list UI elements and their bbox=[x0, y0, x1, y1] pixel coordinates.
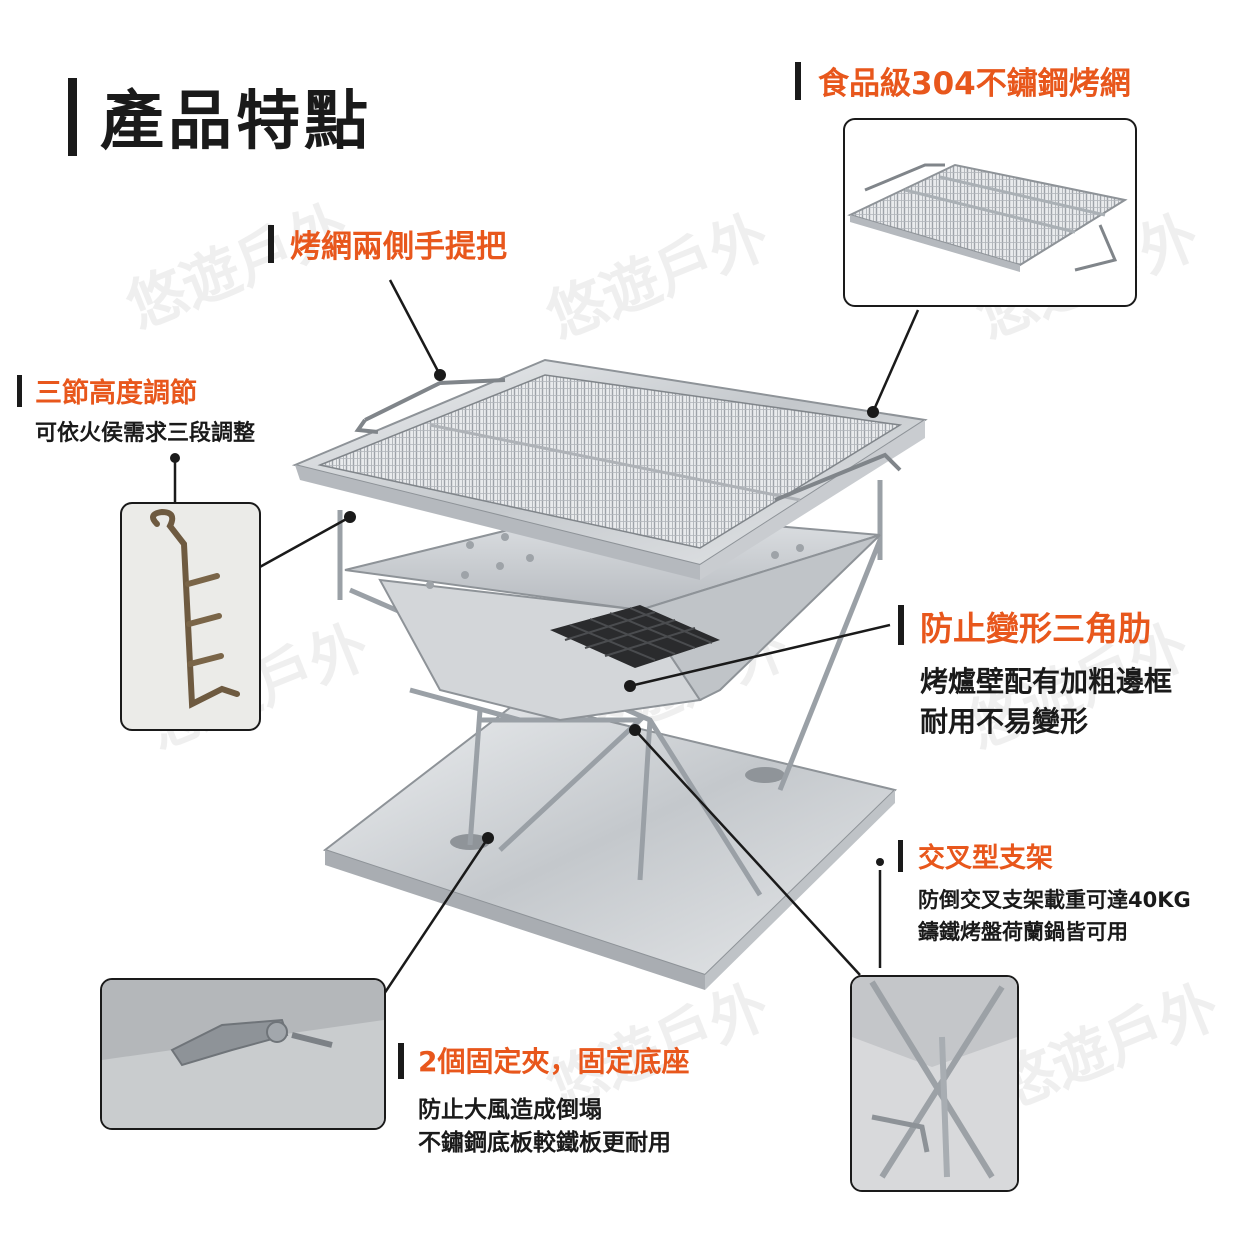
feature-rib-heading: 防止變形三角肋 bbox=[920, 609, 1151, 648]
feature-stand-desc1: 防倒交叉支架載重可達40KG bbox=[918, 888, 1191, 912]
clip-image bbox=[102, 980, 384, 1128]
feature-stand-desc2: 鑄鐵烤盤荷蘭鍋皆可用 bbox=[918, 920, 1128, 944]
feature-clips-desc1: 防止大風造成倒塌 bbox=[418, 1097, 602, 1123]
heading-bar bbox=[268, 225, 274, 263]
cross-stand-image bbox=[852, 977, 1017, 1190]
heading-bar bbox=[795, 62, 801, 100]
grill-top bbox=[291, 358, 928, 580]
cross-stand-photo bbox=[850, 975, 1019, 1192]
heading-bar bbox=[898, 840, 903, 872]
feature-clips-heading: 2個固定夾，固定底座 bbox=[418, 1045, 690, 1078]
feature-height-heading: 三節高度調節 bbox=[35, 378, 197, 409]
heading-bar bbox=[17, 375, 22, 407]
feature-handles-heading: 烤網兩側手提把 bbox=[290, 229, 507, 265]
feature-rib-desc2: 耐用不易變形 bbox=[920, 705, 1089, 738]
height-hook-image bbox=[150, 508, 240, 709]
base-plate bbox=[322, 698, 897, 990]
height-adjust-photo bbox=[120, 502, 261, 731]
grill-net-image bbox=[847, 163, 1128, 272]
charcoal-grate bbox=[550, 605, 720, 668]
heading-bar bbox=[398, 1043, 404, 1079]
feature-clips-desc2: 不鏽鋼底板較鐵板更耐用 bbox=[418, 1130, 671, 1156]
feature-rib-desc1: 烤爐壁配有加粗邊框 bbox=[920, 665, 1173, 698]
leader-dots bbox=[170, 369, 884, 866]
page-title: 產品特點 bbox=[100, 85, 372, 159]
feature-height-desc: 可依火侯需求三段調整 bbox=[35, 421, 256, 446]
title-bar bbox=[68, 78, 77, 156]
grill-net-photo bbox=[843, 118, 1137, 307]
heading-bar bbox=[898, 605, 904, 645]
feature-grill-net-heading: 食品級304不鏽鋼烤網 bbox=[818, 66, 1131, 102]
feature-stand-heading: 交叉型支架 bbox=[918, 843, 1053, 874]
clips-photo bbox=[100, 978, 386, 1130]
leader-lines bbox=[173, 279, 920, 1001]
